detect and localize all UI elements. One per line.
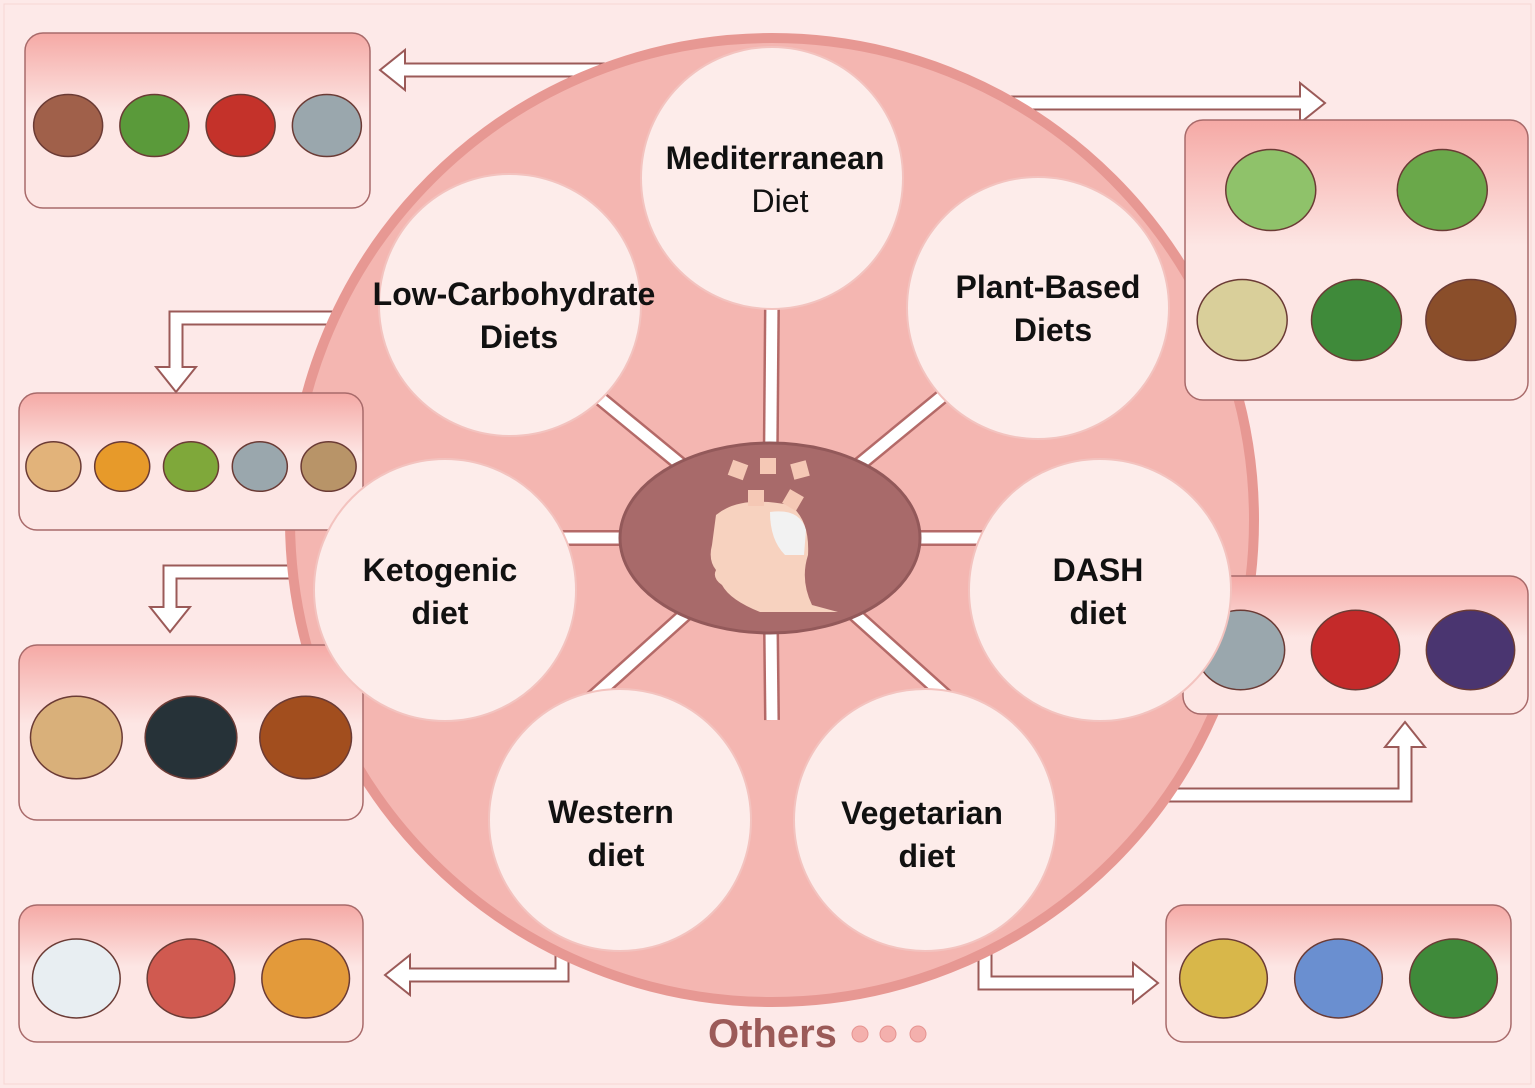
spinach-icon xyxy=(1408,938,1499,1019)
plant-based-label-1: Plant-Based xyxy=(956,269,1141,305)
pomegranate-icon xyxy=(1310,609,1401,691)
elderly-head-with-puzzle-pieces-icon xyxy=(710,458,838,612)
food-box-low-carb xyxy=(18,392,364,531)
salmon-sushi-icon xyxy=(144,695,238,780)
food-box-dash xyxy=(1182,575,1529,715)
diet-labels: Mediterranean Diet Low-Carbohydrate Diet… xyxy=(363,140,1144,874)
arrow xyxy=(153,310,380,394)
arrow xyxy=(147,564,320,634)
food-box-plant-based xyxy=(1184,119,1529,401)
lettuce-icon xyxy=(1396,148,1488,232)
food-boxes xyxy=(18,32,1529,1043)
ketogenic-label-1: Ketogenic xyxy=(363,552,518,588)
food-box-vegetarian xyxy=(1165,904,1512,1043)
diet-node-low-carb xyxy=(378,173,642,437)
cow-icon xyxy=(300,440,357,493)
food-box-ketogenic xyxy=(18,644,364,821)
dash-label-1: DASH xyxy=(1053,552,1144,588)
roast-chicken-icon xyxy=(261,938,351,1019)
bacon-icon xyxy=(146,938,236,1019)
pistachio-icon xyxy=(1196,278,1288,362)
diet-node-ketogenic xyxy=(313,458,577,722)
ketogenic-label-2: diet xyxy=(412,595,469,631)
spinach-icon xyxy=(1310,278,1403,362)
kiwi-icon xyxy=(162,440,220,493)
western-label-1: Western xyxy=(548,794,674,830)
grapes-icon xyxy=(1425,609,1516,691)
dot-icon xyxy=(851,1025,869,1043)
plant-based-label-2: Diets xyxy=(1014,312,1092,348)
mediterranean-label-1: Mediterranean xyxy=(666,140,885,176)
fish-icon xyxy=(231,440,289,493)
melon-icon xyxy=(1178,938,1269,1019)
mediterranean-label-2: Diet xyxy=(752,183,809,219)
hen-with-eggs-icon xyxy=(29,695,123,780)
low-carb-label-1: Low-Carbohydrate xyxy=(373,276,656,312)
vegetarian-label-2: diet xyxy=(899,838,956,874)
dot-icon xyxy=(879,1025,897,1043)
food-box-western xyxy=(18,904,364,1043)
diet-node-plant-based xyxy=(906,176,1170,440)
others-label: Others xyxy=(708,1012,837,1056)
broccoli-icon xyxy=(119,93,190,158)
others-label-group: Others xyxy=(708,1012,927,1056)
food-box-mediterranean xyxy=(24,32,371,209)
salt-shaker-icon xyxy=(31,938,121,1019)
dash-label-2: diet xyxy=(1070,595,1127,631)
low-carb-label-2: Diets xyxy=(480,319,558,355)
diet-node-western xyxy=(488,688,752,952)
chicken-icon xyxy=(25,440,82,493)
vegetarian-label-1: Vegetarian xyxy=(841,795,1003,831)
hazelnut-icon xyxy=(259,695,353,780)
diet-node-vegetarian xyxy=(793,688,1057,952)
fruit-bowl-icon xyxy=(1293,938,1384,1019)
center-ellipse xyxy=(618,441,922,635)
diet-node-mediterranean xyxy=(640,46,904,310)
dot-icon xyxy=(909,1025,927,1043)
peach-icon xyxy=(93,440,151,493)
western-label-2: diet xyxy=(588,837,645,873)
almond-icon xyxy=(1425,278,1517,362)
diet-nodes xyxy=(313,46,1232,952)
cabbage-icon xyxy=(1225,148,1317,232)
peanut-icon xyxy=(32,93,104,158)
fish-icon xyxy=(291,93,363,158)
diet-node-dash xyxy=(968,458,1232,722)
bell-pepper-icon xyxy=(205,93,276,158)
